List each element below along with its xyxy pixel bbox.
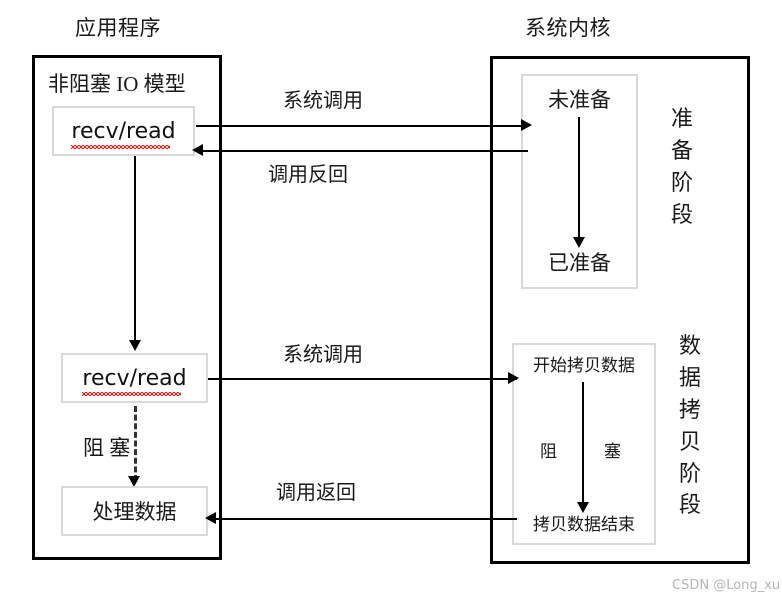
copy-stage-flow-line [582,382,584,504]
not-ready-label: 未准备 [548,88,611,112]
prepare-stage-flow-line [578,117,580,239]
call-return-top-label: 调用反回 [268,164,348,186]
app-blocking-label: 阻 塞 [82,432,132,462]
process-data-label: 处理数据 [92,500,177,524]
application-heading: 应用程序 [75,16,161,40]
blocking-arrow-icon [128,476,140,487]
application-frame [32,55,222,560]
copy-stage-char-3: 贝 [678,428,701,454]
blocking-dashed-line [134,406,137,481]
syscall-top-line [196,125,528,127]
nonblocking-io-model-title: 非阻塞 IO 模型 [48,72,186,96]
prepare-stage-char-2: 阶 [670,169,693,195]
app-flow-line [134,156,136,342]
prepare-stage-vertical-label: 准 备 阶 段 [668,103,696,231]
copy-stage-char-0: 数 [678,333,701,358]
second-recv-read-label: recv/read [82,365,187,396]
prepare-stage-char-3: 段 [670,201,693,227]
copy-end-label: 拷贝数据结束 [533,515,635,534]
copy-blocking-label-right: 塞 [604,442,621,461]
copy-stage-char-2: 拷 [678,396,701,422]
syscall-top-label: 系统调用 [283,90,363,112]
copy-stage-char-4: 阶 [678,460,701,486]
prepare-stage-char-1: 备 [670,137,693,163]
copy-stage-char-1: 据 [678,364,701,390]
call-return-top-arrow-icon [192,144,203,156]
ready-label: 已准备 [548,251,611,275]
first-recv-read-box[interactable]: recv/read [52,106,195,156]
prepare-stage-char-0: 准 [670,106,693,131]
process-data-box[interactable]: 处理数据 [61,486,208,536]
call-return-bottom-label: 调用返回 [276,482,356,504]
syscall-bottom-arrow-icon [508,372,519,384]
call-return-bottom-line [208,518,517,520]
copy-stage-vertical-label: 数 据 拷 贝 阶 段 [676,330,704,521]
copy-stage-box: 开始拷贝数据 拷贝数据结束 [512,343,656,545]
copy-stage-char-5: 段 [678,492,701,518]
copy-start-label: 开始拷贝数据 [533,356,635,375]
copy-blocking-label-left: 阻 [540,442,557,461]
syscall-bottom-line [208,378,517,380]
app-flow-arrow-icon [129,340,141,351]
copy-stage-arrow-icon [577,502,589,513]
second-recv-read-box[interactable]: recv/read [61,353,208,403]
prepare-stage-arrow-icon [573,237,585,248]
kernel-heading: 系统内核 [525,16,611,40]
call-return-top-line [196,150,528,152]
syscall-bottom-label: 系统调用 [283,344,363,366]
syscall-top-arrow-icon [521,119,532,131]
first-recv-read-label: recv/read [71,118,176,149]
watermark: CSDN @Long_xu [672,578,781,593]
kernel-frame [490,56,750,564]
call-return-bottom-arrow-icon [205,512,216,524]
